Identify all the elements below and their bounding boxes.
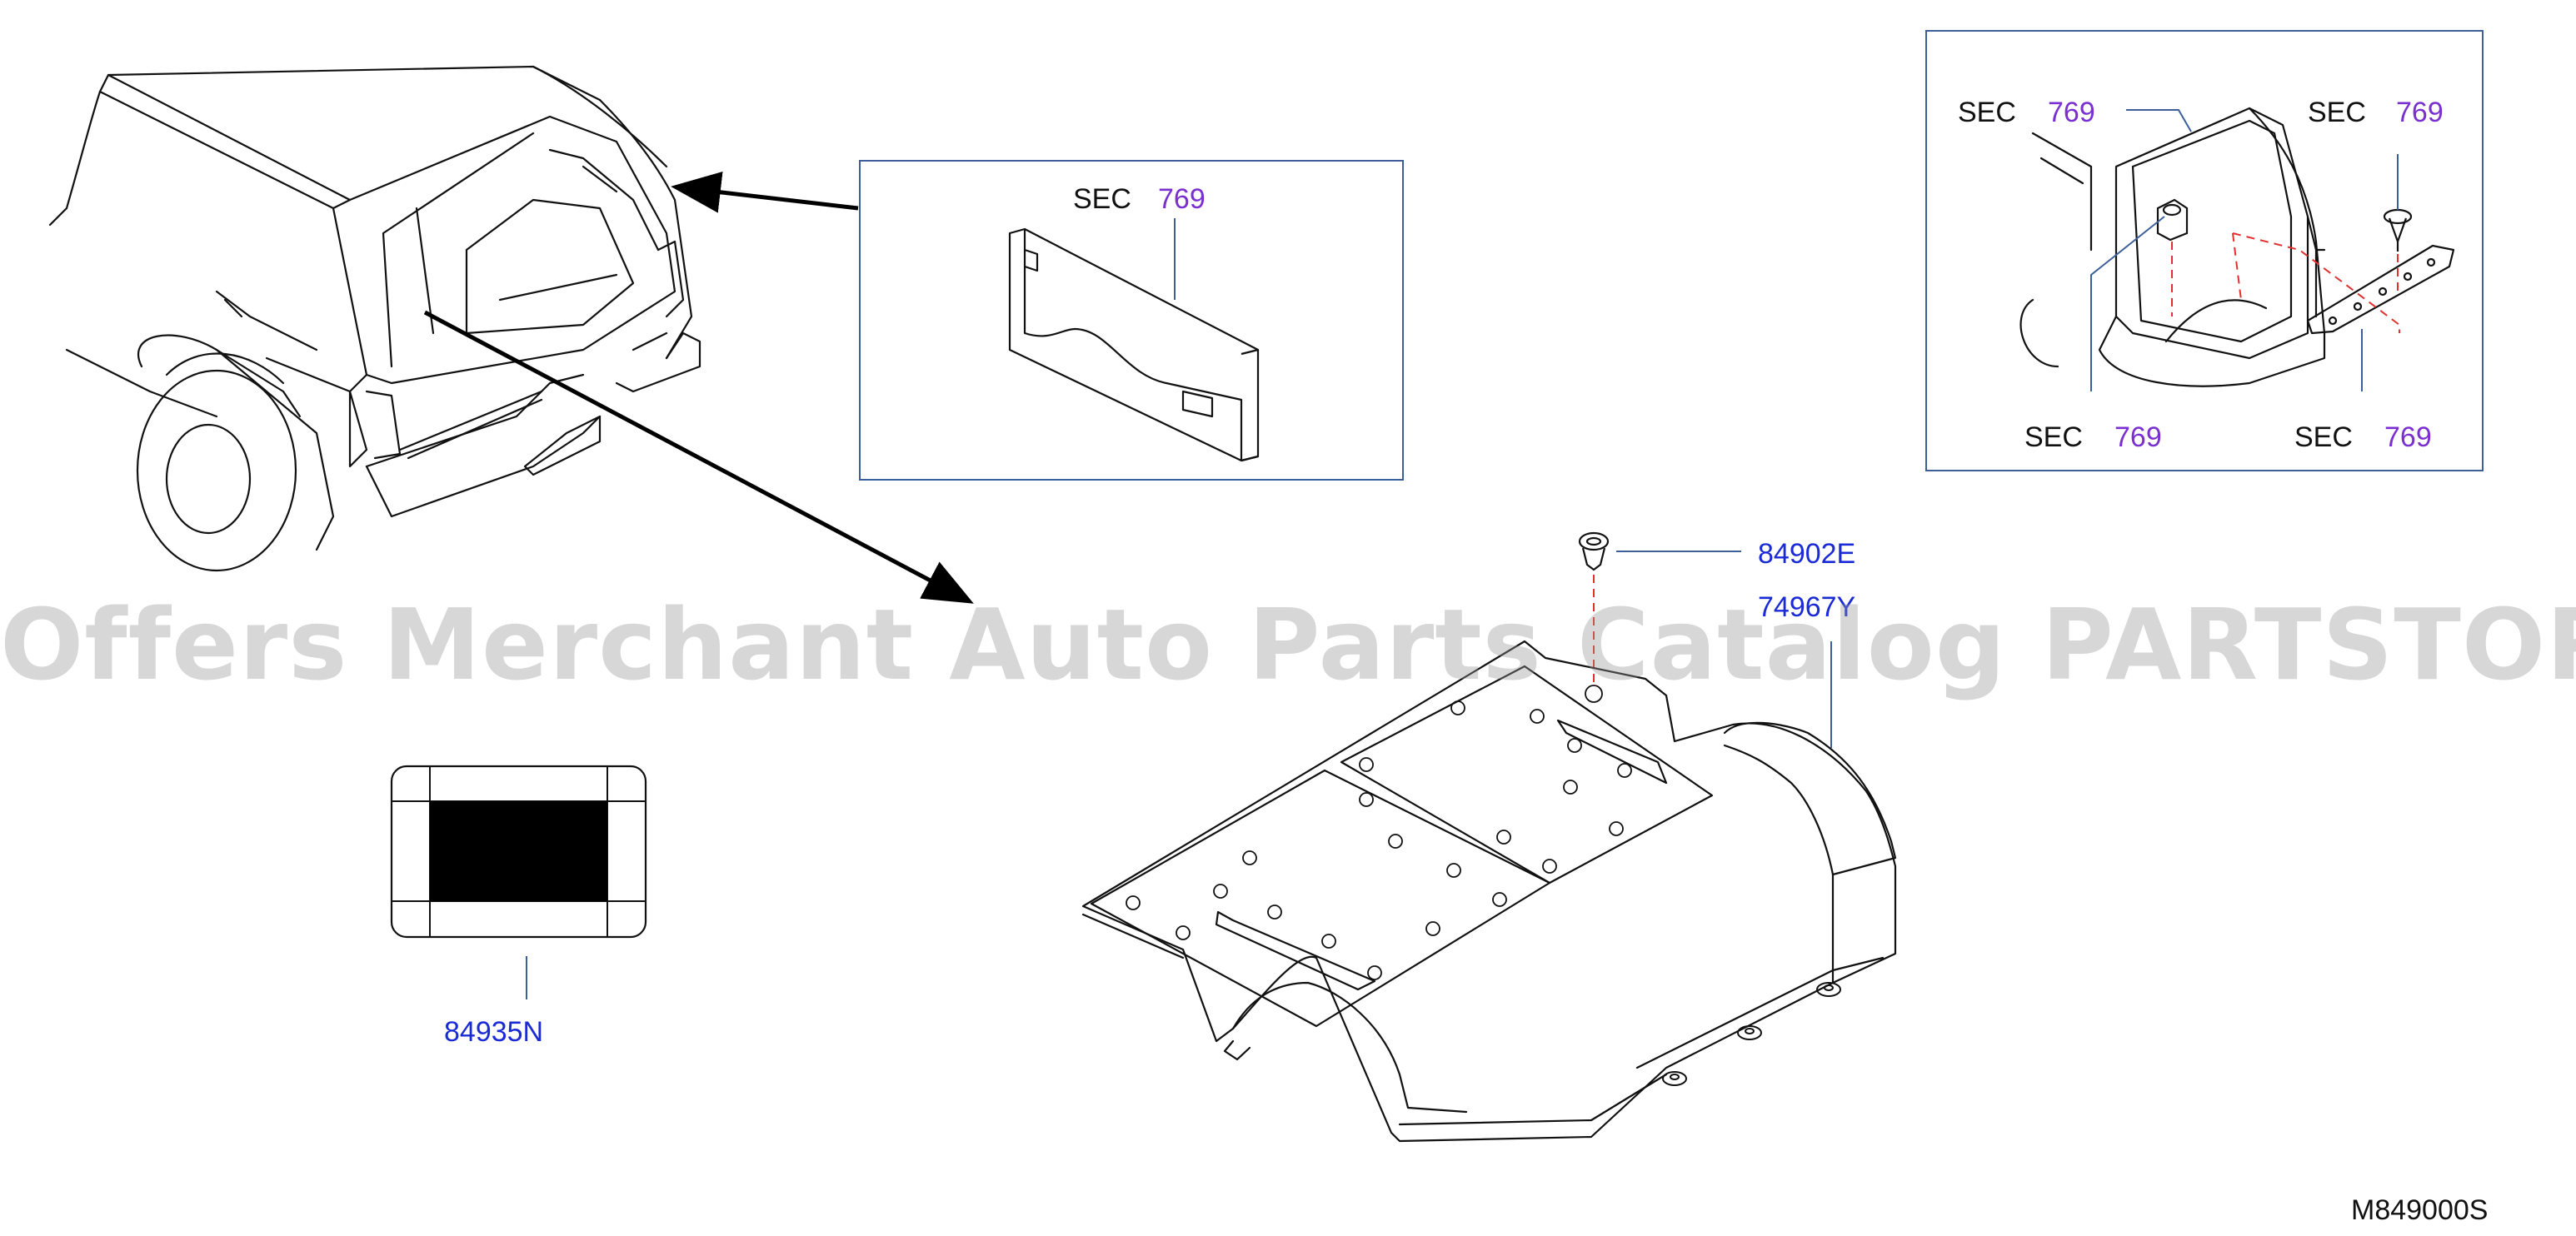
floor-clip-icon [1578,531,1610,571]
inset-guide-lines [2171,232,2400,333]
plate-holes [1126,685,1632,980]
label-plate-illustration [390,765,647,999]
inset-bottom-left-sec-number[interactable]: 769 [2114,421,2162,453]
side-panel-sec-number[interactable]: 769 [1158,183,1206,215]
callout-arrows [423,171,974,604]
inset-bottom-right-sec-prefix: SEC [2294,421,2353,453]
vehicle-rear-illustration [48,65,701,572]
inset-bottom-right-sec-number[interactable]: 769 [2384,421,2432,453]
inset-bottom-left-sec-prefix: SEC [2024,421,2083,453]
push-rivet-icon [2383,208,2413,252]
inset-top-left-sec-number[interactable]: 769 [2048,97,2095,128]
part-number-clip[interactable]: 84902E [1758,538,1856,570]
diagram-code: M849000S [2351,1194,2489,1226]
finisher-strip-icon [2306,244,2455,335]
side-panel-callout-box [859,160,1404,481]
inset-top-left-sec-prefix: SEC [1958,97,2016,128]
side-panel-sec-prefix: SEC [1073,183,1131,215]
inset-top-right-sec-number[interactable]: 769 [2396,97,2444,128]
tailgate-inset-box [1925,30,2484,471]
tailgate-clip-icon [2156,198,2189,242]
inset-top-right-sec-prefix: SEC [2308,97,2366,128]
part-number-floor-mat[interactable]: 74967Y [1758,591,1856,623]
part-number-label-plate[interactable]: 84935N [444,1016,544,1048]
trunk-floor-mat-illustration [1081,640,1897,1143]
watermark: Offers Merchant Auto Parts Catalog PARTS… [0,587,2576,702]
